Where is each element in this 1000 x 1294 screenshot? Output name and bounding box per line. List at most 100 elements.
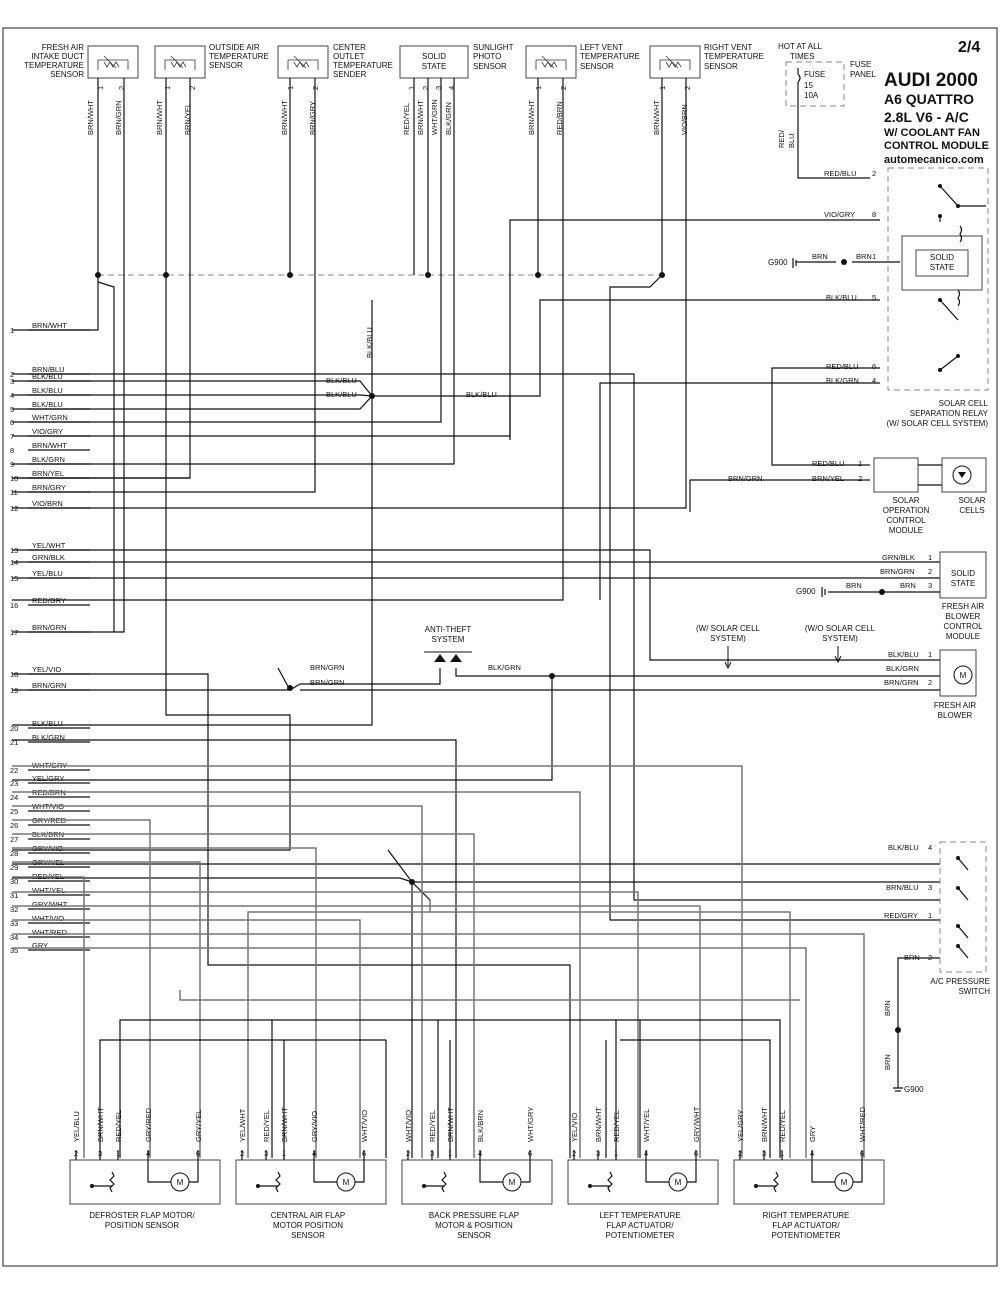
connector-pin-number: 23 [10, 779, 18, 788]
actuator-pin-number: 6 [860, 1149, 864, 1158]
motor-symbol: M [177, 1178, 184, 1187]
solar-module-pin-number: 1 [858, 459, 862, 468]
actuator-component: 2YEL/VIO3BRN/WHT1RED/YEL4WHT/YEL6GRY/WHT… [567, 1106, 719, 1240]
connector-pin-wire: BLK/GRN [32, 733, 65, 742]
switch-name-2: SWITCH [958, 987, 990, 996]
connector-pin-wire: GRY/WHT [32, 900, 68, 909]
switch-pin-number: 4 [928, 843, 932, 852]
actuator-wire-label: BRN/WHT [594, 1107, 603, 1142]
motor-symbol: M [960, 671, 967, 680]
blower-module-pin-wire: BRN [900, 581, 916, 590]
pin-number: 1 [407, 86, 416, 90]
actuator-box [69, 1159, 221, 1205]
connector-pin-wire: YEL/WHT [32, 541, 66, 550]
page-number: 2/4 [958, 39, 980, 56]
fuse-wire-color-2: BLU [787, 133, 796, 148]
connector-pin-wire: BLK/BLU [32, 719, 63, 728]
relay-pin-number: 6 [872, 362, 876, 371]
actuator-wire-label: WHT/VIO [404, 1110, 413, 1142]
actuator-wire-label: RED/YEL [262, 1110, 271, 1142]
connector-pin-number: 33 [10, 919, 18, 928]
connector-pin-number: 26 [10, 821, 18, 830]
wire-color-label: BLK/BLU [326, 376, 357, 385]
blower-pin-wire: BRN/GRN [884, 678, 919, 687]
connector-pin-wire: BRN/WHT [32, 321, 67, 330]
wiper-dot [256, 1184, 260, 1188]
connector-pin-number: 28 [10, 849, 18, 858]
motor-symbol: M [343, 1178, 350, 1187]
actuator-name: POTENTIOMETER [606, 1231, 675, 1240]
connector-pin-number: 32 [10, 905, 18, 914]
actuator-name: FLAP ACTUATOR/ [772, 1221, 840, 1230]
sunlight-sensor-name-2: PHOTO [473, 52, 501, 61]
ground-label: G900 [768, 258, 788, 267]
actuator-wire-label: BRN/WHT [280, 1107, 289, 1142]
actuator-pin-number: 4 [478, 1149, 482, 1158]
actuator-wire-label: GRY/WHT [692, 1106, 701, 1142]
outside-air-sensor-name-3: SENSOR [209, 61, 243, 70]
header: 2/4 AUDI 2000 A6 QUATTRO 2.8L V6 - A/C W… [884, 39, 989, 166]
blower-module-pin-number: 3 [928, 581, 932, 590]
sunlight-sensor-inner: SOLID [422, 52, 446, 61]
pin-number: 2 [421, 86, 430, 90]
wires [12, 78, 940, 1158]
blower-module-name: FRESH AIR [942, 602, 984, 611]
actuator-pin-number: 1 [614, 1149, 618, 1158]
actuator-pin-number: 6 [694, 1149, 698, 1158]
wire-color-label: BRN/WHT [527, 100, 536, 135]
fresh-air-sensor-name-2: INTAKE DUCT [31, 52, 84, 61]
relay-pin-wire: RED/BLU [824, 169, 857, 178]
blower-module-name-4: MODULE [946, 632, 980, 641]
relay-name-2: SEPARATION RELAY [910, 409, 989, 418]
actuator-box [733, 1159, 885, 1205]
hot-label-2: TIMES [790, 52, 814, 61]
actuator-pin-number: 1 [116, 1149, 120, 1158]
outside-air-sensor-box [154, 45, 206, 79]
relay-inner-label: SOLID [930, 253, 954, 262]
blower-module-pin-number: 1 [928, 553, 932, 562]
left-vent-name-2: TEMPERATURE [580, 52, 640, 61]
actuator-pin-number: 3 [762, 1149, 766, 1158]
actuator-name: DEFROSTER FLAP MOTOR/ [89, 1211, 195, 1220]
actuator-wire-label: YEL/WHT [238, 1108, 247, 1142]
actuator-wire-label: GRY/RED [144, 1107, 153, 1142]
potentiometer-icon [756, 1171, 779, 1193]
wiper-dot [422, 1184, 426, 1188]
switch-ground-wire: BRN [883, 1000, 892, 1016]
blower-module-pin-wire: BRN/GRN [880, 567, 915, 576]
pin-number: 2 [683, 86, 692, 90]
left-vent-name: LEFT VENT [580, 43, 623, 52]
relay-pin-number: 8 [872, 210, 876, 219]
fresh-air-blower-control-module: SOLID STATE GRN/BLK 1 BRN/GRN 2 BRN 3 BR… [796, 551, 987, 641]
actuator-wire-label: RED/YEL [114, 1110, 123, 1142]
solar-module-pin-wire: BRN/YEL [812, 474, 844, 483]
actuator-wire-label: WHT/RED [858, 1106, 867, 1142]
connector-pin-wire: YEL/GRY [32, 774, 64, 783]
site-name: automecanico.com [884, 154, 984, 166]
connector-pin-wire: WHT/VIO [32, 914, 64, 923]
actuator-pin-number: 3 [596, 1149, 600, 1158]
motor-wire [479, 1160, 531, 1183]
actuator-name: MOTOR POSITION [273, 1221, 343, 1230]
actuator-name: SENSOR [291, 1231, 325, 1240]
connector-pin-wire: BRN/GRY [32, 483, 66, 492]
connector-pin-number: 29 [10, 863, 18, 872]
actuator-box [235, 1159, 387, 1205]
motor-symbol: M [841, 1178, 848, 1187]
fuse-panel: HOT AT ALL TIMES FUSE 15 10A FUSE PANEL … [777, 42, 876, 179]
relay-ground-wire: BRN [812, 252, 828, 261]
actuator-pin-number: 6 [196, 1149, 200, 1158]
top-sensors: FRESH AIR INTAKE DUCT TEMPERATURE SENSOR… [24, 43, 764, 135]
bottom-actuators: 2YEL/BLU3BRN/WHT1RED/YEL4GRY/RED6GRY/YEL… [69, 1106, 885, 1240]
relay-pin-wire: BRN [856, 252, 872, 261]
wire-color-label: BLK/BLU [326, 390, 357, 399]
connector-pin-number: 20 [10, 724, 18, 733]
pin-number: 3 [434, 86, 443, 90]
fresh-air-sensor-name: FRESH AIR [42, 43, 84, 52]
actuator-wire-label: RED/YEL [612, 1110, 621, 1142]
relay-pin-number: 4 [872, 376, 876, 385]
blower-module-name-2: BLOWER [946, 612, 981, 621]
blower-module-pin-number: 2 [928, 567, 932, 576]
connector-pin-number: 22 [10, 766, 18, 775]
actuator-component: 2WHT/VIO3RED/YEL1BRN/WHT4BLK/BRN6WHT/GRY… [401, 1107, 553, 1240]
